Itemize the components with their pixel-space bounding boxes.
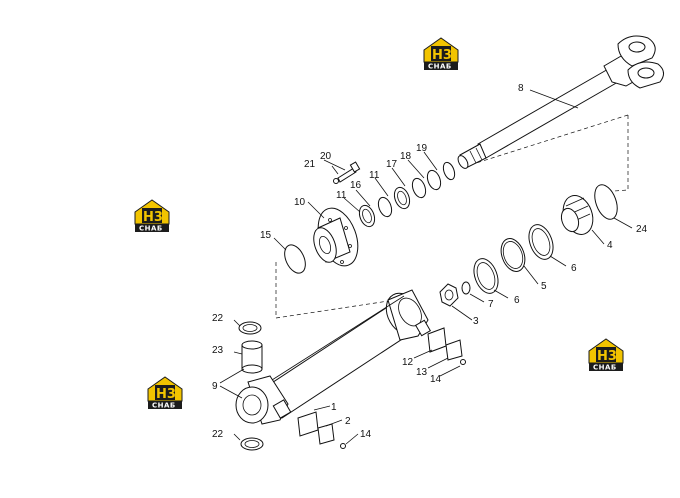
logo-glyph: H3 [432,48,452,63]
callout-11-upper: 11 [369,170,380,181]
callout-5: 5 [541,281,547,292]
callout-1: 1 [331,402,337,413]
callout-7: 7 [488,299,494,310]
name-plates [297,327,466,449]
callout-8: 8 [518,83,524,94]
callout-11-lower: 11 [336,190,347,201]
callout-10: 10 [294,197,306,208]
logo-top: H3 CHAБ [423,37,459,71]
callout-3: 3 [473,316,479,327]
callout-23: 23 [212,345,224,356]
logo-caption: CHAБ [593,364,617,372]
wear-rings [473,224,554,294]
logo-glyph: H3 [597,349,617,364]
logo-caption: CHAБ [139,225,163,233]
logo-left: H3 CHAБ [134,199,170,233]
callout-12: 12 [402,357,414,368]
callout-24: 24 [636,224,648,235]
logo-glyph: H3 [156,387,176,402]
callout-14-bottom: 14 [360,429,372,440]
lock-nut [439,281,471,307]
callout-17: 17 [386,159,398,170]
callout-6-upper: 6 [571,263,577,274]
callout-9: 9 [212,381,218,392]
callout-20: 20 [320,151,332,162]
callout-22-lower: 22 [212,429,224,440]
callout-18: 18 [400,151,412,162]
callout-6-lower: 6 [514,295,520,306]
callout-21: 21 [304,159,316,170]
callout-22-upper: 22 [212,313,224,324]
cylinder-barrel [235,289,432,425]
leader-lines [219,89,633,445]
callout-13: 13 [416,367,428,378]
bushings [238,321,264,451]
callout-2: 2 [345,416,351,427]
callout-numbers: 8 19 18 17 20 21 11 16 11 10 15 24 4 6 5… [212,83,648,440]
callout-14-right: 14 [430,374,442,385]
callout-15: 15 [260,230,272,241]
logo-right: H3 CHAБ [588,338,624,372]
bolt [333,161,361,184]
callout-4: 4 [607,240,613,251]
piston-rod [457,35,664,169]
logo-caption: CHAБ [152,402,176,410]
piston [560,195,594,235]
o-ring [284,244,306,274]
seal-set [358,161,456,228]
callout-16: 16 [350,180,362,191]
callout-19: 19 [416,143,428,154]
cylinder-head [313,207,359,267]
logo-bottom-left: H3 CHAБ [147,376,183,410]
piston-ring [594,184,618,220]
logo-caption: CHAБ [428,63,452,71]
logo-glyph: H3 [143,210,163,225]
